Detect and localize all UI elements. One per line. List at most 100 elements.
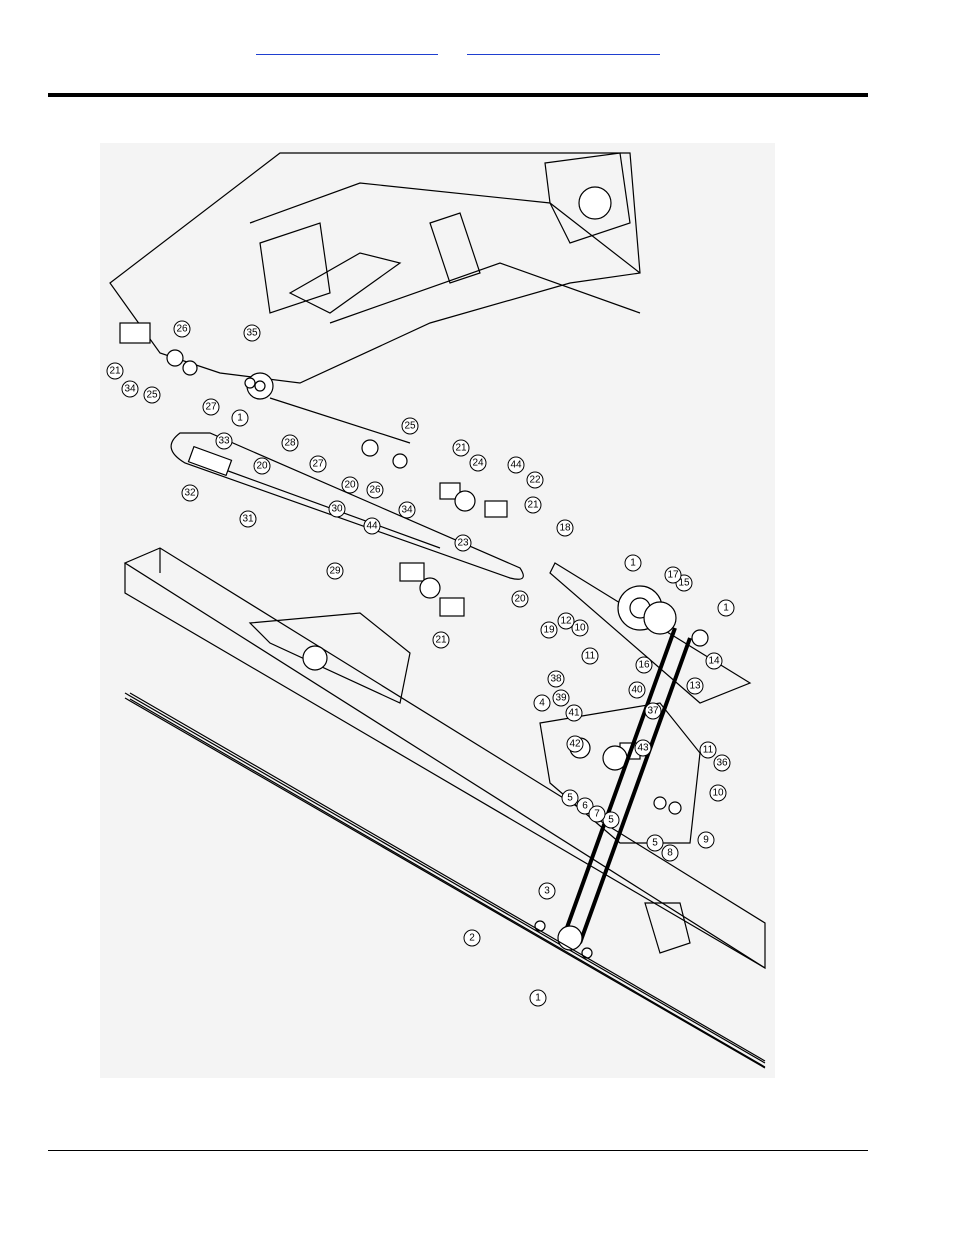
svg-text:27: 27 xyxy=(205,402,217,413)
callout-1: 1 xyxy=(231,409,249,427)
svg-text:11: 11 xyxy=(585,651,596,662)
callout-27: 27 xyxy=(202,398,220,416)
svg-text:44: 44 xyxy=(366,521,378,532)
callout-25: 25 xyxy=(143,386,161,404)
callout-27b: 27 xyxy=(309,455,327,473)
callout-9: 9 xyxy=(697,831,715,849)
callout-6: 6 xyxy=(576,797,594,815)
callout-23: 23 xyxy=(454,534,472,552)
callout-21: 21 xyxy=(106,362,124,380)
svg-text:25: 25 xyxy=(146,390,158,401)
callout-24: 24 xyxy=(469,454,487,472)
callout-14: 14 xyxy=(705,652,723,670)
svg-text:29: 29 xyxy=(329,566,341,577)
callout-42: 42 xyxy=(566,735,584,753)
svg-text:32: 32 xyxy=(184,488,196,499)
header-rule xyxy=(48,93,868,97)
callout-29: 29 xyxy=(326,562,344,580)
svg-text:1: 1 xyxy=(630,558,636,569)
svg-text:34: 34 xyxy=(401,505,413,516)
svg-text:26: 26 xyxy=(176,324,188,335)
svg-text:25: 25 xyxy=(404,421,416,432)
svg-text:40: 40 xyxy=(631,685,643,696)
callout-34: 34 xyxy=(121,380,139,398)
svg-text:26: 26 xyxy=(369,485,381,496)
callout-1b: 1 xyxy=(624,554,642,572)
callout-7: 7 xyxy=(588,805,606,823)
svg-text:5: 5 xyxy=(567,793,573,804)
svg-text:5: 5 xyxy=(652,838,658,849)
svg-text:20: 20 xyxy=(256,461,268,472)
callout-11b: 11 xyxy=(699,741,717,759)
svg-text:31: 31 xyxy=(242,514,254,525)
svg-text:33: 33 xyxy=(218,436,230,447)
callout-21b: 21 xyxy=(452,439,470,457)
callout-5c: 5 xyxy=(646,834,664,852)
svg-text:5: 5 xyxy=(608,815,614,826)
callout-28: 28 xyxy=(281,434,299,452)
parts-diagram: 1 1 1 1 2 3 4 5 5 5 6 7 8 9 10 10 11 11 … xyxy=(100,143,775,1078)
svg-text:21: 21 xyxy=(109,366,121,377)
shaft-upper xyxy=(119,322,524,617)
svg-text:28: 28 xyxy=(284,438,296,449)
callout-10: 10 xyxy=(571,619,589,637)
callout-5: 5 xyxy=(561,789,579,807)
svg-text:44: 44 xyxy=(510,460,522,471)
svg-text:10: 10 xyxy=(574,623,586,634)
svg-text:16: 16 xyxy=(638,660,650,671)
svg-text:1: 1 xyxy=(237,413,243,424)
callout-21c: 21 xyxy=(524,496,542,514)
header-link-right[interactable] xyxy=(467,40,660,55)
frame-upper xyxy=(109,152,641,384)
svg-text:11: 11 xyxy=(703,745,714,756)
callout-17: 17 xyxy=(664,566,682,584)
callout-2: 2 xyxy=(463,929,481,947)
callout-30: 30 xyxy=(328,500,346,518)
callout-39: 39 xyxy=(552,689,570,707)
callout-40: 40 xyxy=(628,681,646,699)
callout-21d: 21 xyxy=(432,631,450,649)
callout-4: 4 xyxy=(533,694,551,712)
callout-44b: 44 xyxy=(363,517,381,535)
callout-20b: 20 xyxy=(341,476,359,494)
svg-text:6: 6 xyxy=(582,801,588,812)
svg-text:39: 39 xyxy=(555,693,567,704)
svg-text:21: 21 xyxy=(527,500,539,511)
svg-text:21: 21 xyxy=(435,635,447,646)
callout-43: 43 xyxy=(634,739,652,757)
parts-diagram-svg: 1 1 1 1 2 3 4 5 5 5 6 7 8 9 10 10 11 11 … xyxy=(106,152,766,1069)
callout-33: 33 xyxy=(215,432,233,450)
svg-text:15: 15 xyxy=(678,578,690,589)
svg-text:23: 23 xyxy=(457,538,469,549)
callout-1c: 1 xyxy=(717,599,735,617)
callout-36: 36 xyxy=(713,754,731,772)
callout-32: 32 xyxy=(181,484,199,502)
svg-text:18: 18 xyxy=(559,523,571,534)
callout-13: 13 xyxy=(686,677,704,695)
callouts: 1 1 1 1 2 3 4 5 5 5 6 7 8 9 10 10 11 11 … xyxy=(106,320,735,1007)
svg-text:14: 14 xyxy=(708,656,720,667)
callout-20: 20 xyxy=(253,457,271,475)
shaft-lower xyxy=(129,692,766,1068)
svg-text:19: 19 xyxy=(543,625,555,636)
svg-text:34: 34 xyxy=(124,384,136,395)
svg-text:24: 24 xyxy=(472,458,484,469)
svg-text:36: 36 xyxy=(716,758,728,769)
svg-text:1: 1 xyxy=(535,993,541,1004)
svg-text:22: 22 xyxy=(529,475,541,486)
callout-18: 18 xyxy=(556,519,574,537)
svg-text:13: 13 xyxy=(689,681,701,692)
svg-text:3: 3 xyxy=(544,886,550,897)
callout-26: 26 xyxy=(173,320,191,338)
svg-text:17: 17 xyxy=(667,570,679,581)
header-link-left[interactable] xyxy=(256,40,438,55)
callout-19: 19 xyxy=(540,621,558,639)
callout-11: 11 xyxy=(581,647,599,665)
svg-text:2: 2 xyxy=(469,933,475,944)
callout-41: 41 xyxy=(565,704,583,722)
svg-text:12: 12 xyxy=(560,616,572,627)
callout-20c: 20 xyxy=(511,590,529,608)
callout-16: 16 xyxy=(635,656,653,674)
callout-25b: 25 xyxy=(401,417,419,435)
svg-text:8: 8 xyxy=(667,848,673,859)
